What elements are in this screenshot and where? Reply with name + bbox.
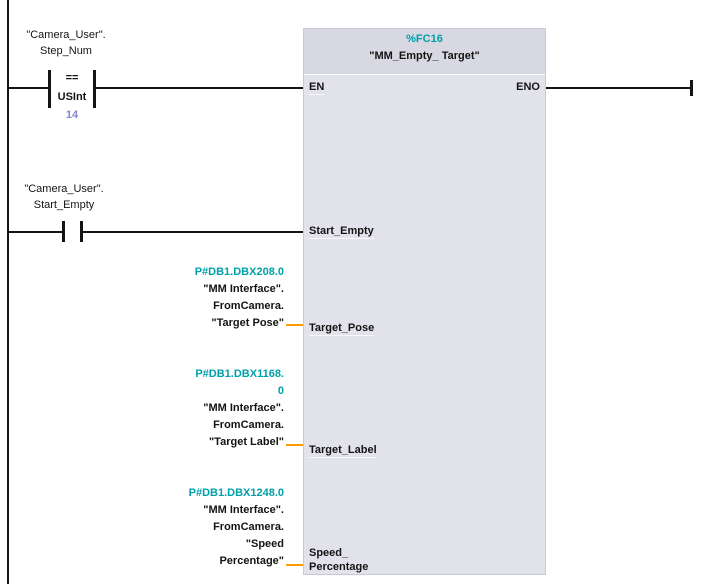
operand-speed-percentage-line1: "MM Interface". <box>203 504 284 516</box>
operand-target-label-address-line2: 0 <box>277 385 284 397</box>
port-speed-percentage[interactable]: Speed_ Percentage <box>309 546 369 576</box>
function-block-address: %FC16 <box>406 33 443 45</box>
connector-target-pose <box>286 324 303 326</box>
operand-target-label[interactable]: P#DB1.DBX1168. 0 "MM Interface". FromCam… <box>120 366 284 451</box>
comparator-operator: == <box>65 72 79 84</box>
wire-end-tick <box>690 80 693 96</box>
comparator-operand-line2: Step_Num <box>40 45 92 57</box>
port-target-pose[interactable]: Target_Pose <box>309 322 375 336</box>
contact-operand-line2: Start_Empty <box>33 199 95 211</box>
wire-rail-to-contact <box>8 231 62 233</box>
port-target-label[interactable]: Target_Label <box>309 444 377 458</box>
contact-operand-line1: "Camera_User". <box>24 183 104 195</box>
operand-target-pose-line3: "Target Pose" <box>211 317 284 329</box>
operand-target-pose-address: P#DB1.DBX208.0 <box>194 266 284 278</box>
wire-comparator-to-block <box>96 87 303 89</box>
wire-eno-output <box>546 87 692 89</box>
operand-speed-percentage-line2: FromCamera. <box>213 521 284 533</box>
operand-target-pose-line2: FromCamera. <box>213 300 284 312</box>
comparator-compare-value[interactable]: 14 <box>65 109 79 121</box>
connector-target-label <box>286 444 303 446</box>
function-block-header[interactable]: %FC16 "MM_Empty_ Target" <box>304 29 545 75</box>
port-start-empty[interactable]: Start_Empty <box>309 225 374 239</box>
comparator-operand[interactable]: "Camera_User". Step_Num <box>16 27 116 59</box>
operand-target-pose[interactable]: P#DB1.DBX208.0 "MM Interface". FromCamer… <box>120 264 284 332</box>
wire-contact-to-block <box>83 231 303 233</box>
port-en[interactable]: EN <box>309 81 325 95</box>
contact-right-bar <box>80 221 83 242</box>
operand-speed-percentage-line3: "Speed <box>245 538 284 550</box>
operand-speed-percentage-line4: Percentage" <box>219 555 284 567</box>
function-block-title: "MM_Empty_ Target" <box>369 50 480 62</box>
port-eno[interactable]: ENO <box>516 81 540 93</box>
power-rail <box>7 0 9 584</box>
comparator-operand-line1: "Camera_User". <box>26 29 106 41</box>
operand-target-label-line1: "MM Interface". <box>203 402 284 414</box>
operand-target-label-line3: "Target Label" <box>208 436 284 448</box>
comparator-right-bar <box>93 70 96 108</box>
operand-target-label-address-line1: P#DB1.DBX1168. <box>195 368 284 380</box>
contact-left-bar <box>62 221 65 242</box>
operand-target-label-line2: FromCamera. <box>213 419 284 431</box>
function-block-mm-empty-target[interactable]: %FC16 "MM_Empty_ Target" EN ENO Start_Em… <box>303 28 546 576</box>
contact-operand[interactable]: "Camera_User". Start_Empty <box>14 181 114 213</box>
operand-target-pose-line1: "MM Interface". <box>203 283 284 295</box>
comparator-left-bar <box>48 70 51 108</box>
wire-rail-to-comparator <box>8 87 48 89</box>
connector-speed-percentage <box>286 564 303 566</box>
comparator-data-type[interactable]: USInt <box>57 91 87 103</box>
operand-speed-percentage-address: P#DB1.DBX1248.0 <box>188 487 284 499</box>
operand-speed-percentage[interactable]: P#DB1.DBX1248.0 "MM Interface". FromCame… <box>120 485 284 570</box>
